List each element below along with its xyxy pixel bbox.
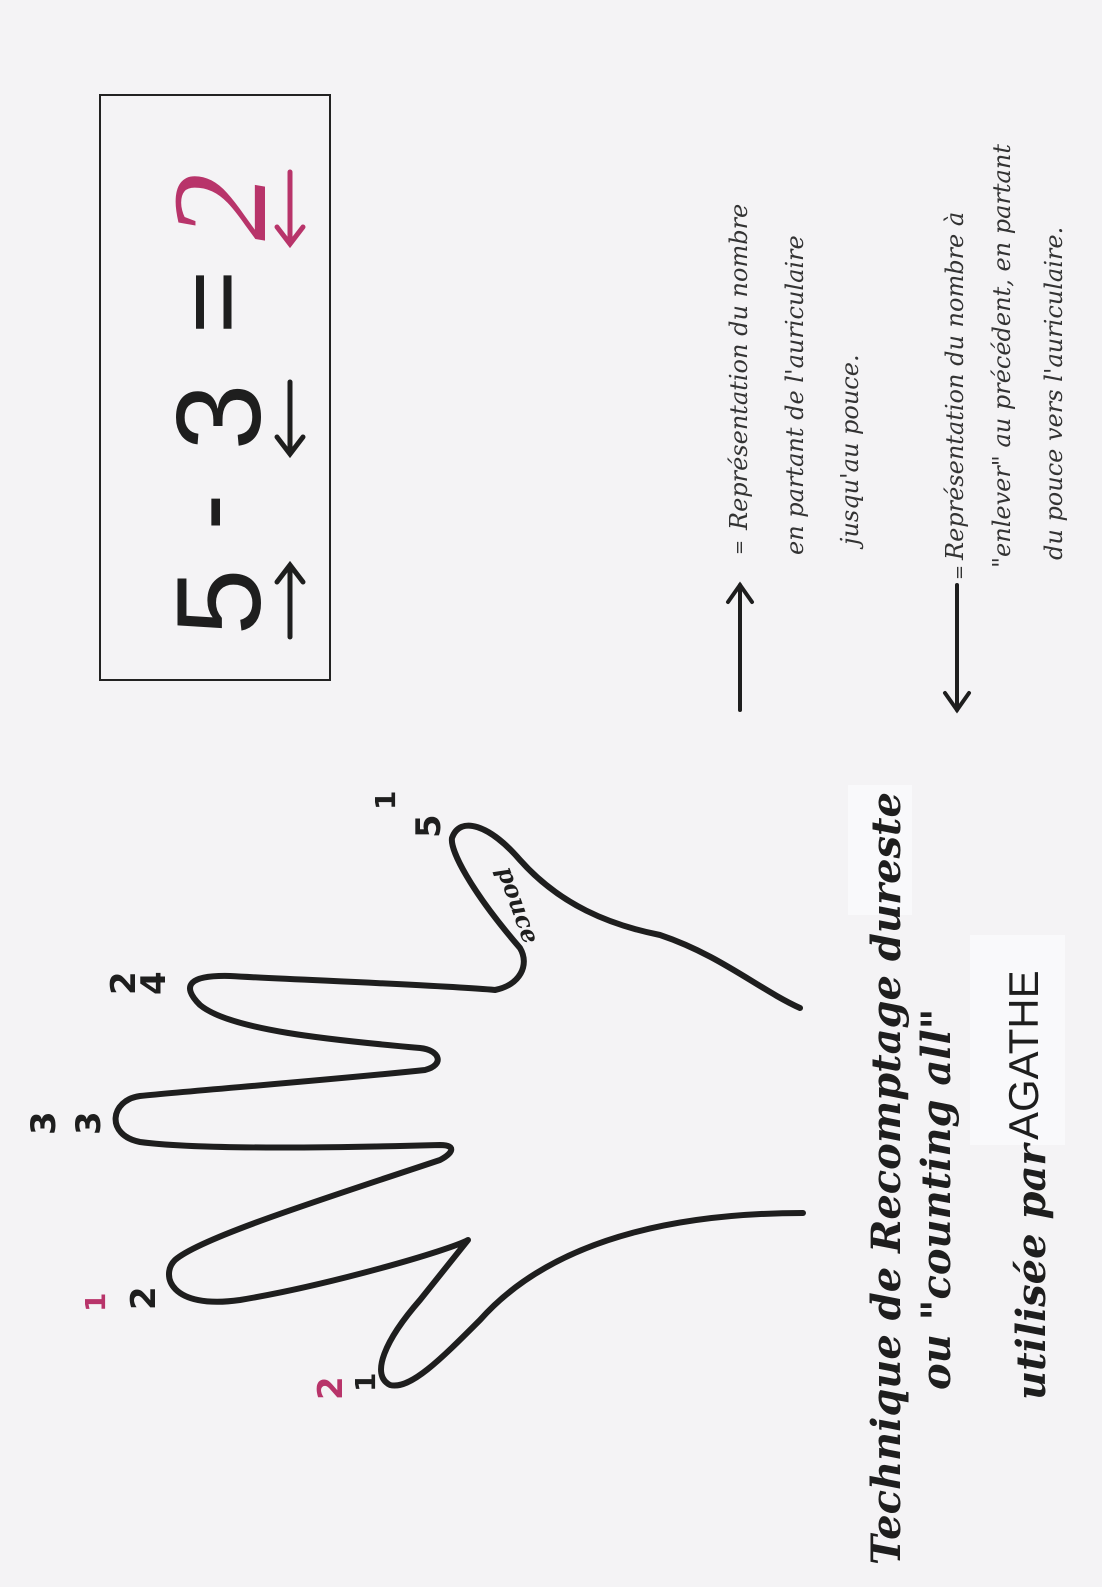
ring-number: 2 xyxy=(124,1286,164,1310)
legend-arrow-down-icon xyxy=(945,585,969,710)
thumb-red-number: 1 xyxy=(369,791,402,810)
caption-line-2: ou "counting all" xyxy=(913,1008,960,1390)
index-number-2: 2 xyxy=(104,971,144,995)
legend-forward-line-1: Représentation du nombre xyxy=(725,204,753,531)
ring-red-number: 1 xyxy=(79,1293,112,1312)
equation-minuend: 5 xyxy=(152,569,286,636)
legend-backward-line-2: "enlever" au précédent, en partant xyxy=(988,144,1016,568)
finger-labels: 5 1 4 2 3 3 2 1 1 2 xyxy=(24,791,449,1400)
legend-arrow-up-icon xyxy=(728,585,752,710)
caption-line-1: Technique de Recomptage du xyxy=(863,904,910,1565)
equation-equals: = xyxy=(151,270,274,334)
legend-backward-equals: = xyxy=(949,565,970,580)
little-red-number: 2 xyxy=(311,1376,351,1400)
legend-item-backward: = Représentation du nombre à "enlever" a… xyxy=(941,144,1068,710)
equation-content: 5 - 3 = 2 xyxy=(146,172,303,637)
legend-backward-line-3: du pouce vers l'auriculaire. xyxy=(1040,227,1068,560)
legend-backward-line-1: Représentation du nombre à xyxy=(941,212,969,561)
hand-outline xyxy=(116,826,803,1386)
little-number: 1 xyxy=(349,1373,382,1392)
thumb-number: 5 xyxy=(409,814,449,838)
caption-line-3-agathe: AGATHE xyxy=(1000,970,1047,1140)
equation-minus: - xyxy=(146,494,269,531)
legend-item-forward: = Représentation du nombre en partant de… xyxy=(725,204,864,710)
middle-number-2: 3 xyxy=(24,1111,64,1135)
legend-forward-line-2: en partant de l'auriculaire xyxy=(781,235,809,555)
middle-number: 3 xyxy=(69,1111,109,1135)
equation-subtrahend: 3 xyxy=(152,384,286,451)
caption-line-1-reste: reste xyxy=(863,792,910,905)
legend-forward-line-3: jusqu'au pouce. xyxy=(836,354,864,550)
caption-line-3: utilisée par xyxy=(1008,1142,1055,1400)
equation-result: 2 xyxy=(146,173,295,241)
legend-forward-equals: = xyxy=(729,540,750,555)
